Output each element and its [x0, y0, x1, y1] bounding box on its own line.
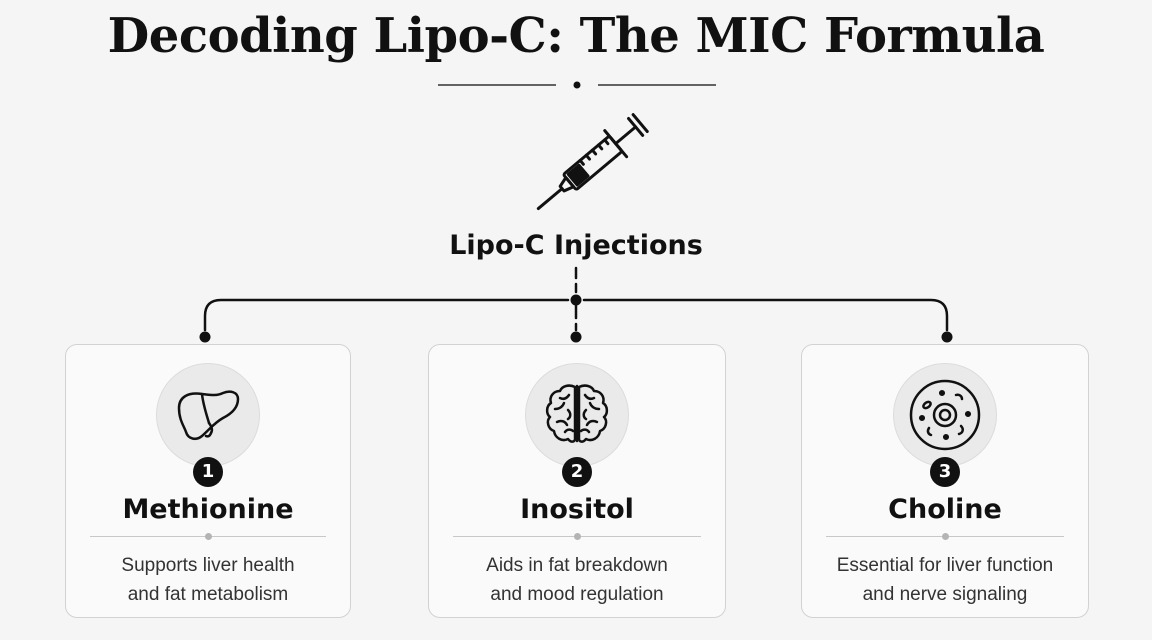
description-line: and fat metabolism	[127, 584, 289, 605]
root-label: Lipo-C Injections	[449, 230, 703, 261]
icon-circle	[156, 363, 260, 467]
divider-dot	[204, 533, 212, 540]
component-description: Essential for liver function and nerve s…	[802, 551, 1088, 609]
description-line: Supports liver health	[121, 555, 295, 576]
title-divider	[438, 81, 716, 89]
description-line: Essential for liver function	[836, 555, 1054, 576]
component-name: Choline	[888, 494, 1002, 525]
description-line: Aids in fat breakdown	[486, 555, 668, 576]
icon-circle	[893, 363, 997, 467]
page-title: Decoding Lipo-C: The MIC Formula	[107, 8, 1045, 64]
brain-icon	[545, 384, 609, 443]
description-line: and nerve signaling	[862, 584, 1028, 605]
card-divider	[453, 533, 701, 540]
component-card-methionine: 1 Methionine Supports liver health and f…	[65, 344, 351, 618]
number-badge: 3	[930, 457, 960, 487]
icon-circle	[525, 363, 629, 467]
component-description: Supports liver health and fat metabolism	[66, 551, 350, 609]
syringe-icon	[536, 113, 649, 211]
cell-icon	[909, 379, 981, 451]
number-badge: 1	[193, 457, 223, 487]
component-description: Aids in fat breakdown and mood regulatio…	[429, 551, 725, 609]
description-line: and mood regulation	[490, 584, 664, 605]
component-card-inositol: 2 Inositol Aids in fat breakdown and moo…	[428, 344, 726, 618]
divider-dot	[573, 533, 581, 540]
component-card-choline: 3 Choline Essential for liver function a…	[801, 344, 1089, 618]
component-name: Inositol	[520, 494, 634, 525]
number-badge: 2	[562, 457, 592, 487]
liver-icon	[177, 390, 240, 441]
component-name: Methionine	[122, 494, 294, 525]
divider-dot	[941, 533, 949, 540]
card-divider	[90, 533, 326, 540]
card-divider	[826, 533, 1064, 540]
